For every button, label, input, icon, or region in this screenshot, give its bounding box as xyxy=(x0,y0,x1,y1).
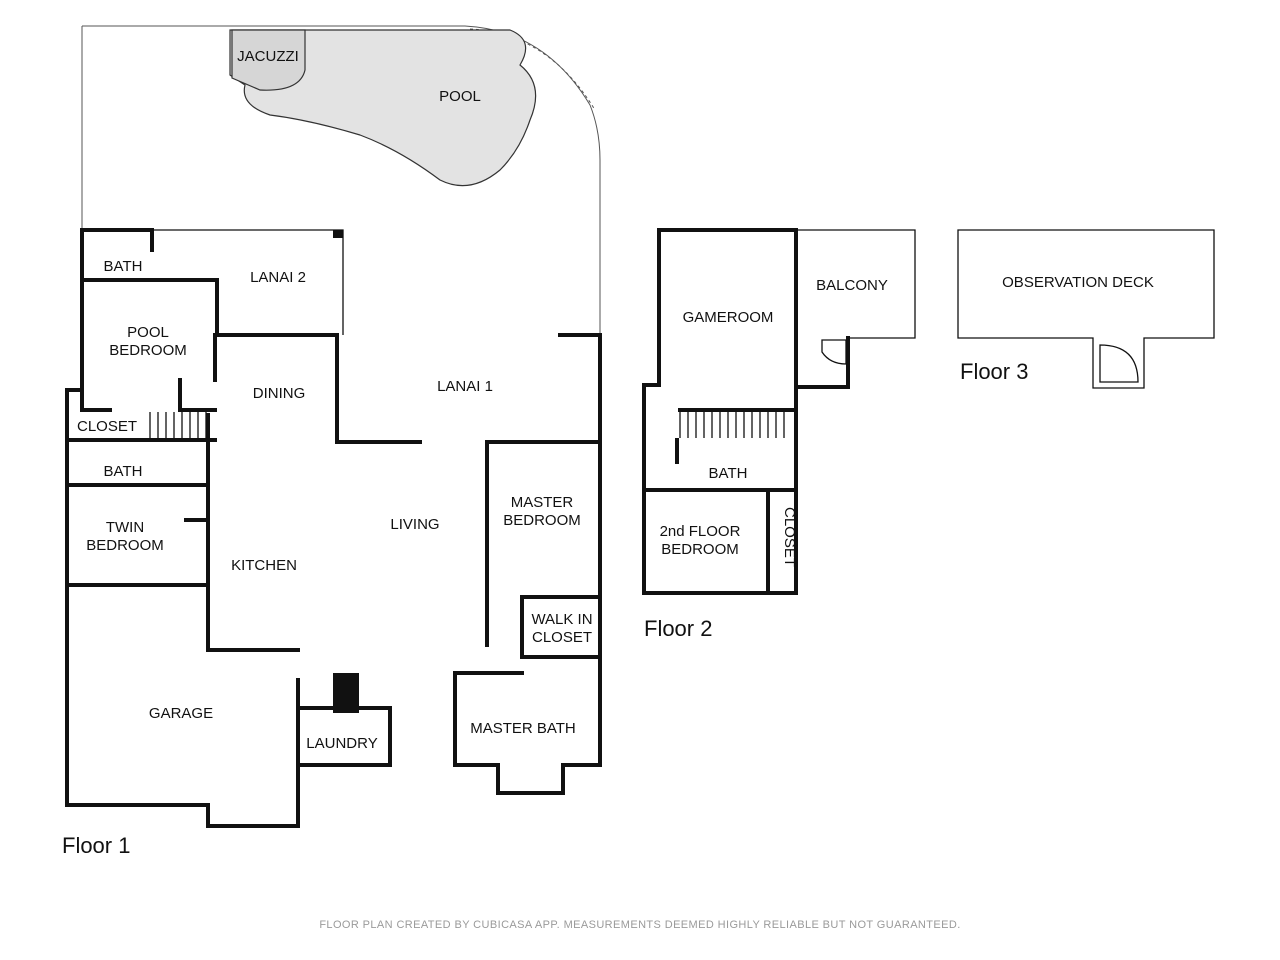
room-label-walk-in-closet-line1: WALK IN xyxy=(531,611,592,628)
floor-3-title: Floor 3 xyxy=(960,359,1028,384)
floor-1-title: Floor 1 xyxy=(62,833,130,858)
pool-shape xyxy=(229,29,537,187)
room-label-gameroom: GAMEROOM xyxy=(683,309,774,326)
floor-1-stairs xyxy=(149,412,207,438)
room-label-pool: POOL xyxy=(439,88,481,105)
floor-2-stairs xyxy=(679,412,785,438)
room-label-pool-bedroom-line1: POOL xyxy=(127,324,169,341)
room-label-master-bath: MASTER BATH xyxy=(470,720,576,737)
room-label-garage: GARAGE xyxy=(149,705,213,722)
floor-2-plan: GAMEROOM BALCONY BATH 2nd FLOOR BEDROOM … xyxy=(642,228,916,641)
footer-disclaimer: FLOOR PLAN CREATED BY CUBICASA APP. MEAS… xyxy=(319,919,961,931)
room-label-pool-bedroom-line2: BEDROOM xyxy=(109,342,187,359)
room-label-2nd-floor-bedroom-line2: BEDROOM xyxy=(661,541,739,558)
room-label-master-bedroom-line2: BEDROOM xyxy=(503,512,581,529)
room-label-living: LIVING xyxy=(390,516,439,533)
room-label-laundry: LAUNDRY xyxy=(306,735,377,752)
room-label-pool-bath: BATH xyxy=(104,258,143,275)
floor-1-plan: JACUZZI POOL BATH LANAI 2 POOL BEDROOM D… xyxy=(62,25,602,858)
room-label-closet-1: CLOSET xyxy=(77,418,137,435)
room-label-observation-deck: OBSERVATION DECK xyxy=(1002,274,1154,291)
room-label-closet-2: CLOSET xyxy=(781,507,798,567)
room-label-master-bedroom-line1: MASTER xyxy=(511,494,574,511)
room-label-2nd-floor-bedroom-line1: 2nd FLOOR xyxy=(660,523,741,540)
room-label-walk-in-closet-line2: CLOSET xyxy=(532,629,592,646)
room-label-balcony: BALCONY xyxy=(816,277,888,294)
room-label-twin-bedroom-line1: TWIN xyxy=(106,519,144,536)
room-label-kitchen: KITCHEN xyxy=(231,557,297,574)
room-label-dining: DINING xyxy=(253,385,306,402)
room-label-bath-2: BATH xyxy=(709,465,748,482)
room-label-lanai-2: LANAI 2 xyxy=(250,269,306,286)
room-label-lanai-1: LANAI 1 xyxy=(437,378,493,395)
room-label-twin-bedroom-line2: BEDROOM xyxy=(86,537,164,554)
room-label-bath-1: BATH xyxy=(104,463,143,480)
floor-2-title: Floor 2 xyxy=(644,616,712,641)
room-label-jacuzzi: JACUZZI xyxy=(237,48,299,65)
floor-3-plan: OBSERVATION DECK Floor 3 xyxy=(957,229,1215,389)
